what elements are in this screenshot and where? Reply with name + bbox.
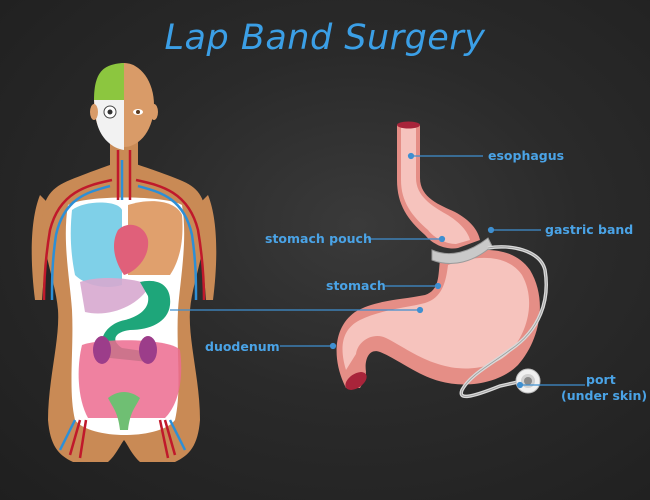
lung-icon [70, 202, 122, 287]
diagram-title: Lap Band Surgery [164, 18, 486, 58]
label-duodenum: duodenum [205, 339, 280, 354]
label-port: port [586, 372, 616, 387]
leader-lines [170, 152, 585, 389]
label-gastric-band: gastric band [545, 222, 634, 237]
body-stomach-icon [101, 280, 171, 362]
heart-icon [113, 224, 149, 275]
label-stomach: stomach [326, 278, 386, 293]
label-esophagus: esophagus [488, 148, 565, 163]
label-port-subtext: (under skin) [561, 388, 648, 403]
port-icon [515, 368, 541, 394]
duodenum-opening-icon [345, 372, 367, 390]
esophagus-opening-icon [397, 121, 420, 129]
label-stomach-pouch: stomach pouch [265, 231, 372, 246]
